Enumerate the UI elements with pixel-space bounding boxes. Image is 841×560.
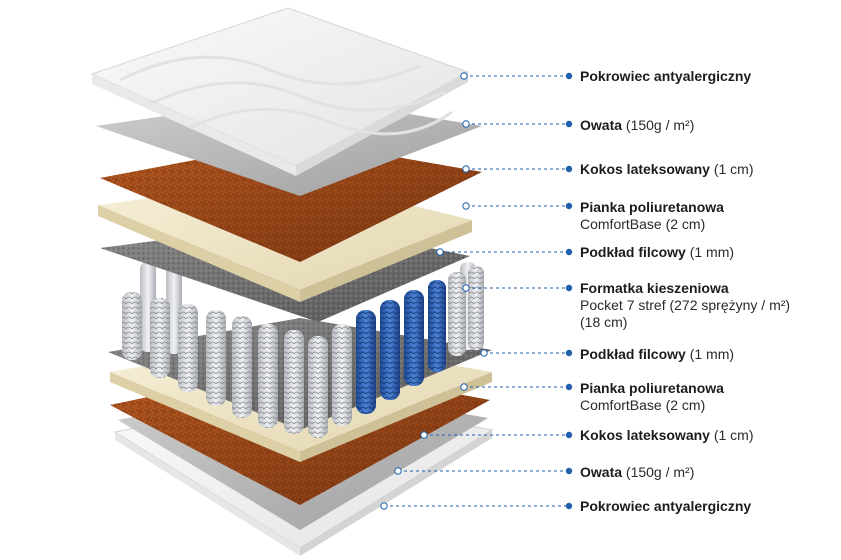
leader-anchor-dot [436, 248, 444, 256]
layer-detail: (150g / m²) [625, 464, 695, 480]
layer-detail: (18 cm) [580, 314, 628, 330]
leader-anchor-dot [460, 383, 468, 391]
leader-end-dot [565, 165, 573, 173]
label-top-cover: Pokrowiec antyalergiczny [580, 68, 751, 85]
layer-name: Kokos lateksowany [580, 427, 710, 443]
leader-anchor-dot [462, 120, 470, 128]
leader-end-dot [565, 383, 573, 391]
layer-name: Formatka kieszeniowa [580, 280, 729, 296]
label-top-foam: Pianka poliuretanowa ComfortBase (2 cm) [580, 199, 724, 233]
leader-anchor-dot [462, 165, 470, 173]
leader-end-dot [565, 72, 573, 80]
label-bottom-coconut: Kokos lateksowany (1 cm) [580, 427, 754, 444]
layer-detail: (1 cm) [713, 427, 754, 443]
leader-end-dot [565, 120, 573, 128]
label-top-wadding: Owata (150g / m²) [580, 117, 694, 134]
layer-top-cover [90, 7, 470, 176]
layer-detail: (1 mm) [689, 244, 735, 260]
leader-anchor-dot [480, 349, 488, 357]
label-top-coconut: Kokos lateksowany (1 cm) [580, 161, 754, 178]
layer-name: Pianka poliuretanowa [580, 199, 724, 215]
layer-name: Podkład filcowy [580, 346, 686, 362]
spring-row-right [448, 266, 484, 356]
leader-anchor-dot [420, 431, 428, 439]
layer-detail: ComfortBase (2 cm) [580, 397, 706, 413]
layer-name: Pianka poliuretanowa [580, 380, 724, 396]
layer-pocket-springs [122, 262, 484, 438]
leader-end-dot [565, 248, 573, 256]
spring-row-front [122, 292, 352, 438]
leader-anchor-dot [380, 502, 388, 510]
layer-name: Podkład filcowy [580, 244, 686, 260]
leader-end-dot [565, 467, 573, 475]
leader-lines [380, 72, 573, 510]
leader-end-dot [565, 349, 573, 357]
label-bottom-cover: Pokrowiec antyalergiczny [580, 498, 751, 515]
layer-name: Pokrowiec antyalergiczny [580, 68, 752, 84]
leader-end-dot [565, 202, 573, 210]
label-bottom-felt: Podkład filcowy (1 mm) [580, 346, 734, 363]
spring-zone-blue [356, 280, 446, 414]
layer-top-coconut [100, 140, 482, 262]
layer-detail: Pocket 7 stref (272 sprężyny / m²) [580, 297, 791, 313]
leader-anchor-dot [462, 202, 470, 210]
layer-name: Owata [580, 464, 623, 480]
layer-detail: ComfortBase (2 cm) [580, 216, 706, 232]
label-top-felt: Podkład filcowy (1 mm) [580, 244, 734, 261]
layer-name: Pokrowiec antyalergiczny [580, 498, 752, 514]
layer-detail: (150g / m²) [625, 117, 695, 133]
leader-anchor-dot [394, 467, 402, 475]
leader-anchor-dot [462, 284, 470, 292]
layer-name: Kokos lateksowany [580, 161, 710, 177]
leader-end-dot [565, 284, 573, 292]
leader-anchor-dot [460, 72, 468, 80]
layer-name: Owata [580, 117, 623, 133]
layer-detail: (1 mm) [689, 346, 735, 362]
layer-detail: (1 cm) [713, 161, 754, 177]
label-bottom-wadding: Owata (150g / m²) [580, 464, 694, 481]
leader-end-dot [565, 431, 573, 439]
label-bottom-foam: Pianka poliuretanowa ComfortBase (2 cm) [580, 380, 724, 414]
label-pocket-springs: Formatka kieszeniowa Pocket 7 stref (272… [580, 280, 790, 331]
leader-end-dot [565, 502, 573, 510]
